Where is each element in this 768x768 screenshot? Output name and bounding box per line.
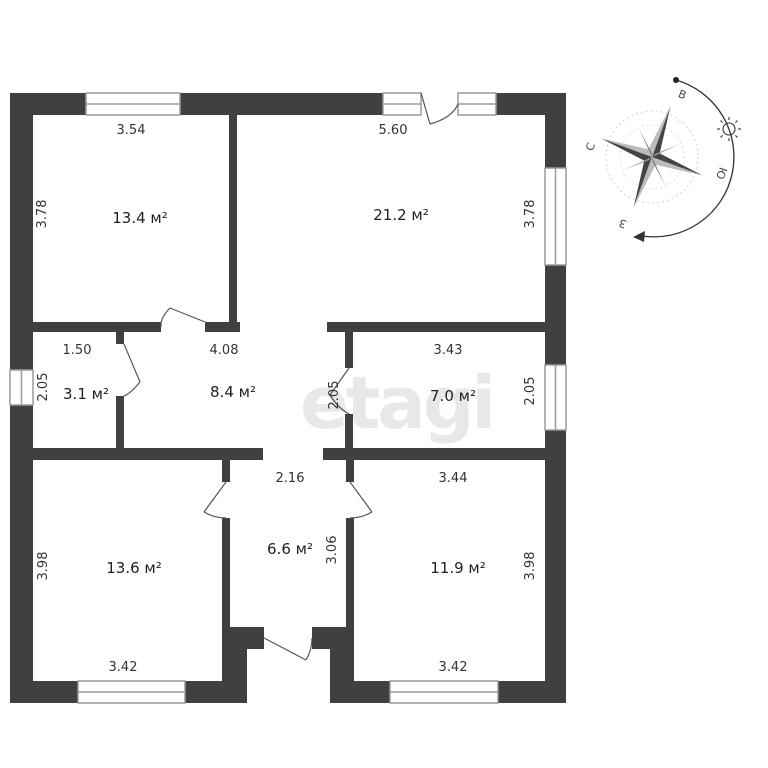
dim-side: 3.98 — [36, 552, 51, 581]
compass: С В Ю З — [583, 77, 741, 242]
compass-south-label: Ю — [713, 165, 729, 181]
compass-north-label: С — [583, 141, 598, 153]
room-bot-right: 3.44 3.98 11.9 м² 3.42 — [430, 471, 538, 675]
door-top-left-room — [160, 307, 206, 328]
dim-top: 2.16 — [276, 471, 305, 486]
door-bot-left — [203, 481, 227, 519]
dim-top: 3.43 — [434, 343, 463, 358]
door-entrance — [263, 637, 313, 661]
area-label: 6.6 м² — [267, 540, 313, 558]
dim-top: 3.44 — [439, 471, 468, 486]
door-bot-right — [349, 481, 373, 519]
door-mid-right — [329, 367, 350, 415]
compass-rose-icon — [601, 106, 703, 208]
sun-icon — [717, 117, 741, 141]
dim-top: 5.60 — [379, 123, 408, 138]
windows — [9, 92, 567, 704]
window-bottom-left — [77, 680, 186, 704]
sun-path-arc — [641, 79, 735, 238]
dim-side: 3.78 — [35, 200, 50, 229]
area-label: 21.2 м² — [373, 206, 429, 224]
window-right-top — [544, 167, 567, 266]
watermark: etagi — [300, 361, 493, 445]
dim-top: 1.50 — [63, 343, 92, 358]
dim-bottom: 3.42 — [109, 660, 138, 675]
dim-side: 2.05 — [36, 373, 51, 402]
dim-side: 3.78 — [523, 200, 538, 229]
dim-side: 2.05 — [327, 381, 342, 410]
area-label: 8.4 м² — [210, 383, 256, 401]
room-bot-left: 3.98 13.6 м² 3.42 — [36, 552, 162, 675]
compass-east-label: В — [676, 87, 688, 102]
window-bottom-right — [389, 680, 499, 704]
area-label: 11.9 м² — [430, 559, 486, 577]
room-mid-right: 3.43 2.05 7.0 м² — [430, 343, 538, 405]
door-bath — [123, 343, 141, 397]
walls — [10, 93, 566, 703]
room-top-right: 5.60 3.78 21.2 м² — [373, 123, 538, 228]
doors — [123, 92, 459, 661]
dim-side: 2.05 — [523, 377, 538, 406]
room-top-left: 3.54 3.78 13.4 м² — [35, 123, 168, 228]
window-top-left — [85, 92, 181, 116]
dim-top: 3.54 — [117, 123, 146, 138]
arrow-head-icon — [633, 231, 645, 242]
compass-west-label: З — [617, 216, 628, 231]
dim-top: 4.08 — [210, 343, 239, 358]
room-corridor: 2.16 6.6 м² 3.06 — [267, 471, 340, 564]
window-left-bath — [9, 369, 34, 406]
room-hall: 4.08 2.05 8.4 м² — [210, 343, 342, 409]
area-label: 7.0 м² — [430, 387, 476, 405]
window-top-right-a — [382, 92, 422, 116]
dim-side: 3.98 — [523, 552, 538, 581]
dim-side: 3.06 — [325, 536, 340, 565]
dim-bottom: 3.42 — [439, 660, 468, 675]
door-balcony — [420, 92, 459, 125]
area-label: 3.1 м² — [63, 385, 109, 403]
window-top-right-b — [457, 92, 497, 116]
room-bath: 1.50 2.05 3.1 м² — [36, 343, 109, 403]
dot-icon — [673, 77, 679, 83]
window-right-mid — [544, 364, 567, 431]
area-label: 13.6 м² — [106, 559, 162, 577]
area-label: 13.4 м² — [112, 209, 168, 227]
